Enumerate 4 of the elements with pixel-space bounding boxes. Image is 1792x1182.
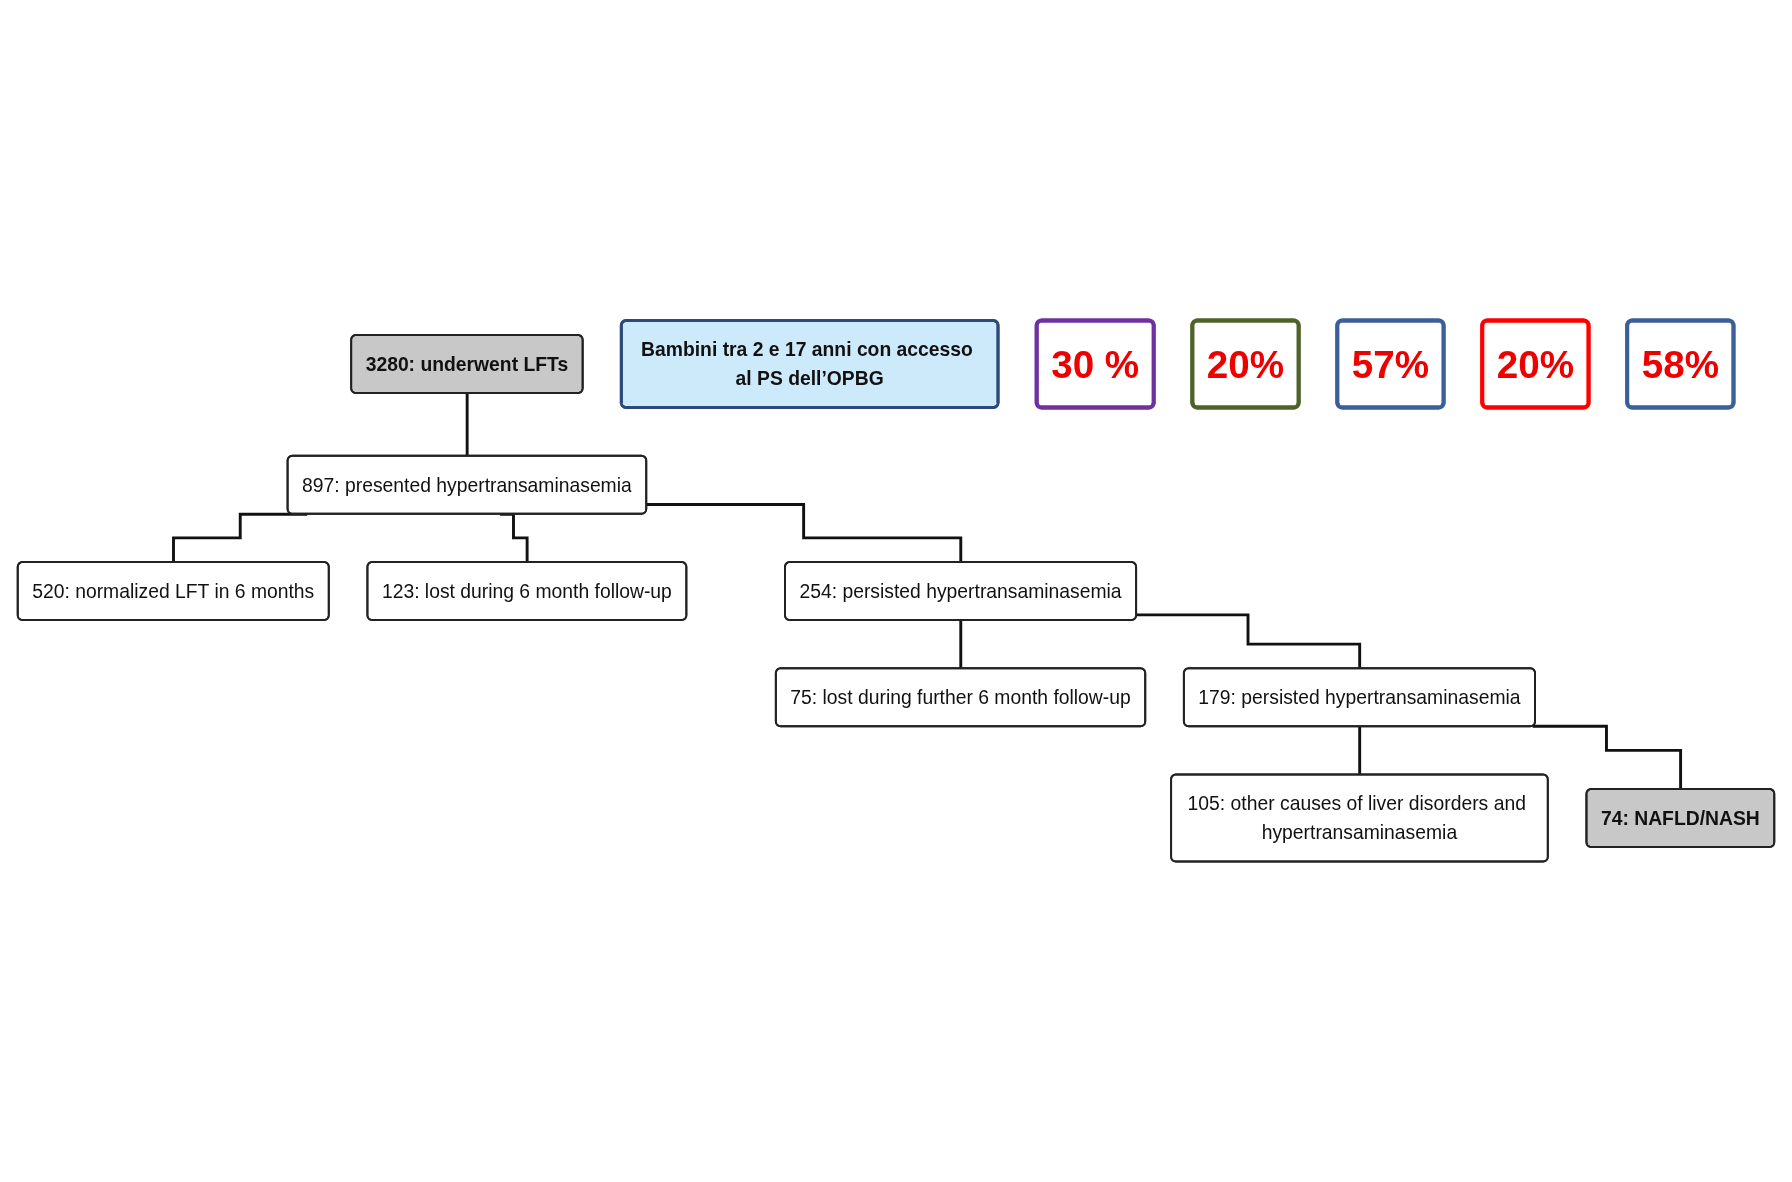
connector (500, 512, 529, 564)
connector (172, 512, 308, 564)
connector (646, 503, 963, 564)
connector (1532, 724, 1683, 791)
